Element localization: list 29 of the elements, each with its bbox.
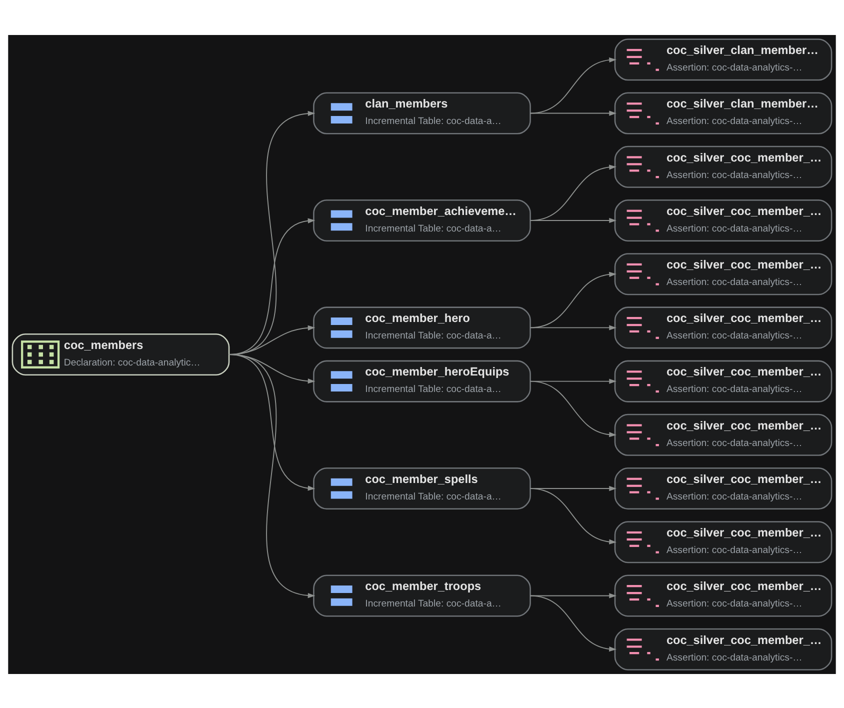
node-box: coc_silver_coc_member_… Assertion: coc-data-analytics-… — [614, 145, 832, 188]
node-box: coc_member_hero Incremental Table: coc-data-a… — [313, 306, 531, 348]
node-box: coc_members Declaration: coc-data-analytic… — [12, 332, 230, 376]
arrow — [530, 56, 616, 114]
node-box: coc_member_spells Incremental Table: coc-data-a… — [313, 467, 531, 510]
node-box: coc_silver_coc_member_… Assertion: coc-data-analytics-… — [614, 628, 832, 670]
arrow — [530, 488, 616, 544]
arrow — [530, 324, 616, 330]
arrow — [530, 164, 616, 220]
arrow — [530, 217, 616, 223]
node-box: coc_silver_coc_member_… Assertion: coc-data-analytics-… — [614, 306, 832, 348]
node-box: coc_silver_coc_member_… Assertion: coc-data-analytics-… — [614, 574, 832, 616]
node-box: coc_silver_coc_member_… Assertion: coc-data-analytics-… — [614, 198, 832, 241]
node-box: coc_silver_coc_member_… Assertion: coc-data-analytics-… — [614, 252, 832, 295]
node-box: coc_member_troops Incremental Table: coc-data-a… — [313, 574, 531, 616]
arrow — [530, 271, 616, 328]
node-box: coc_silver_clan_member… Assertion: coc-data-analytics-… — [614, 92, 832, 134]
arrow — [530, 110, 616, 116]
arrow — [530, 594, 616, 652]
node-box: coc_member_achieveme… Incremental Table: coc-data-a… — [313, 198, 531, 241]
arrow — [530, 380, 616, 437]
node-box: clan_members Incremental Table: coc-data-a… — [313, 92, 531, 134]
node-box: coc_silver_coc_member_… Assertion: coc-data-analytics-… — [614, 413, 832, 456]
node-box: coc_silver_clan_member… Assertion: coc-data-analytics-… — [614, 38, 832, 80]
node-box: coc_silver_coc_member_… Assertion: coc-data-analytics-… — [614, 520, 832, 563]
arrow — [228, 354, 316, 598]
node-box: coc_silver_coc_member_… Assertion: coc-data-analytics-… — [614, 467, 832, 510]
node-box: coc_silver_coc_member_… Assertion: coc-data-analytics-… — [614, 360, 832, 402]
node-box: coc_member_heroEquips Incremental Table: coc-data-a… — [313, 360, 531, 402]
